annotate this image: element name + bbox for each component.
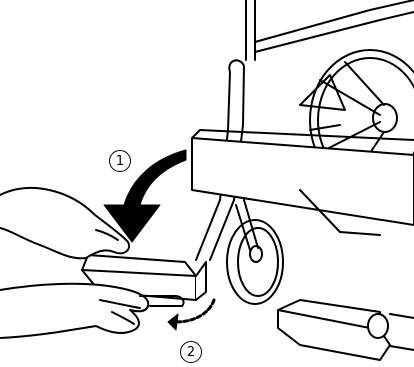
footrest-plate-right (278, 300, 414, 360)
armrest-bar (192, 130, 414, 225)
push-handle-poles (246, 0, 255, 60)
step-2-label: 2 (180, 341, 202, 363)
lower-hand (0, 284, 148, 338)
caster-wheel (227, 200, 283, 304)
step-1-label: 1 (109, 150, 131, 172)
step2-arrow-icon (168, 300, 214, 330)
seat-frame (255, 0, 414, 52)
upper-hand (0, 188, 129, 258)
